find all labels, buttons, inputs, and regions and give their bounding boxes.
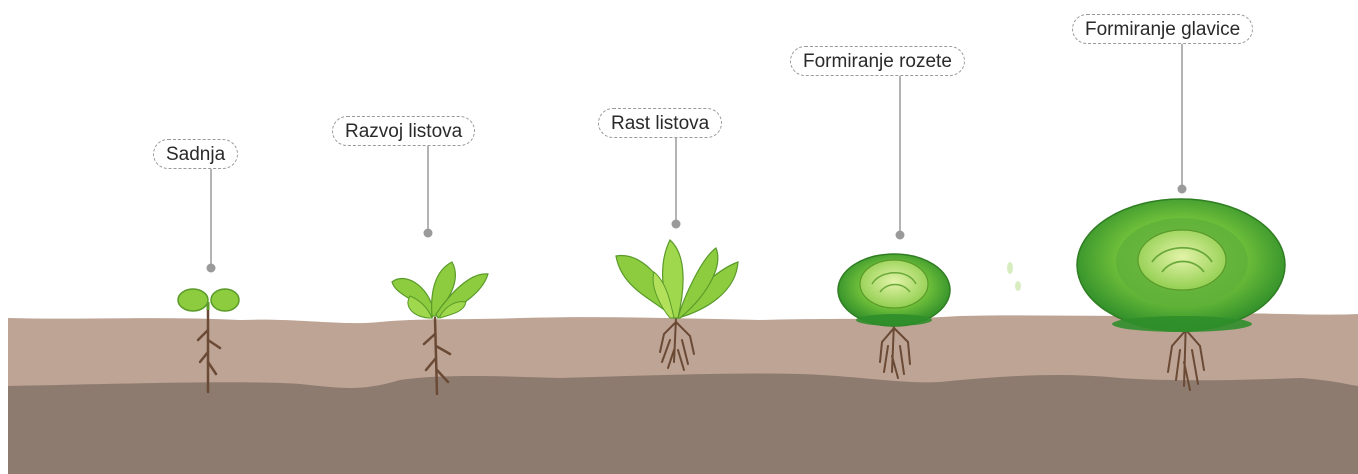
subsoil-layer <box>8 373 1358 474</box>
leader-dot-4 <box>896 231 905 240</box>
leader-lines <box>211 44 1182 266</box>
stage-label-head-formation: Formiranje glavice <box>1072 14 1253 44</box>
leader-dots <box>207 185 1187 273</box>
faint-sprouts <box>1007 262 1021 291</box>
leader-dot-1 <box>207 264 216 273</box>
stage-label-leaf-development: Razvoj listova <box>332 116 475 146</box>
stage-label-planting: Sadnja <box>153 139 238 169</box>
stage-label-rosette-formation: Formiranje rozete <box>790 46 965 76</box>
leader-dot-2 <box>424 229 433 238</box>
stage-label-leaf-growth: Rast listova <box>598 108 722 138</box>
leader-dot-3 <box>672 220 681 229</box>
leader-dot-5 <box>1178 185 1187 194</box>
